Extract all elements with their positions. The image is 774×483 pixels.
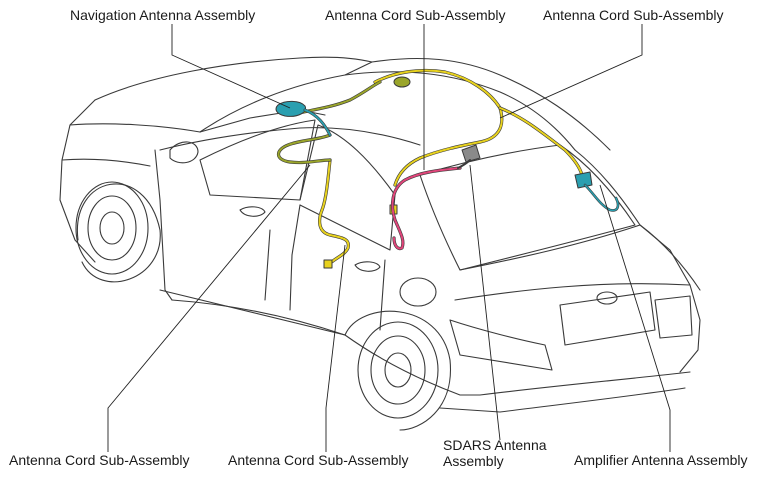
label-navigation-antenna-assembly: Navigation Antenna Assembly	[70, 7, 256, 23]
leader-amplifier	[599, 184, 671, 452]
label-antenna-cord-top-right: Antenna Cord Sub-Assembly	[543, 7, 724, 23]
label-amplifier-antenna-assembly: Amplifier Antenna Assembly	[574, 452, 748, 468]
car-body	[59, 56, 701, 431]
leader-navigation-antenna	[171, 24, 291, 109]
leader-lines	[107, 24, 671, 452]
pink-antenna-cord	[390, 166, 462, 251]
leader-cord-top-right	[499, 24, 643, 119]
olive-antenna-cord	[276, 76, 411, 165]
leader-cord-bottom-center	[325, 244, 346, 452]
label-sdars-antenna-line2: Assembly	[443, 453, 504, 469]
label-antenna-cord-bottom-left: Antenna Cord Sub-Assembly	[9, 452, 190, 468]
label-antenna-cord-bottom-center: Antenna Cord Sub-Assembly	[228, 452, 409, 468]
leader-sdars	[469, 164, 501, 441]
label-antenna-cord-top-center: Antenna Cord Sub-Assembly	[325, 7, 506, 23]
leader-cord-bottom-left	[107, 164, 311, 452]
label-sdars-antenna-line1: SDARS Antenna	[443, 437, 547, 453]
